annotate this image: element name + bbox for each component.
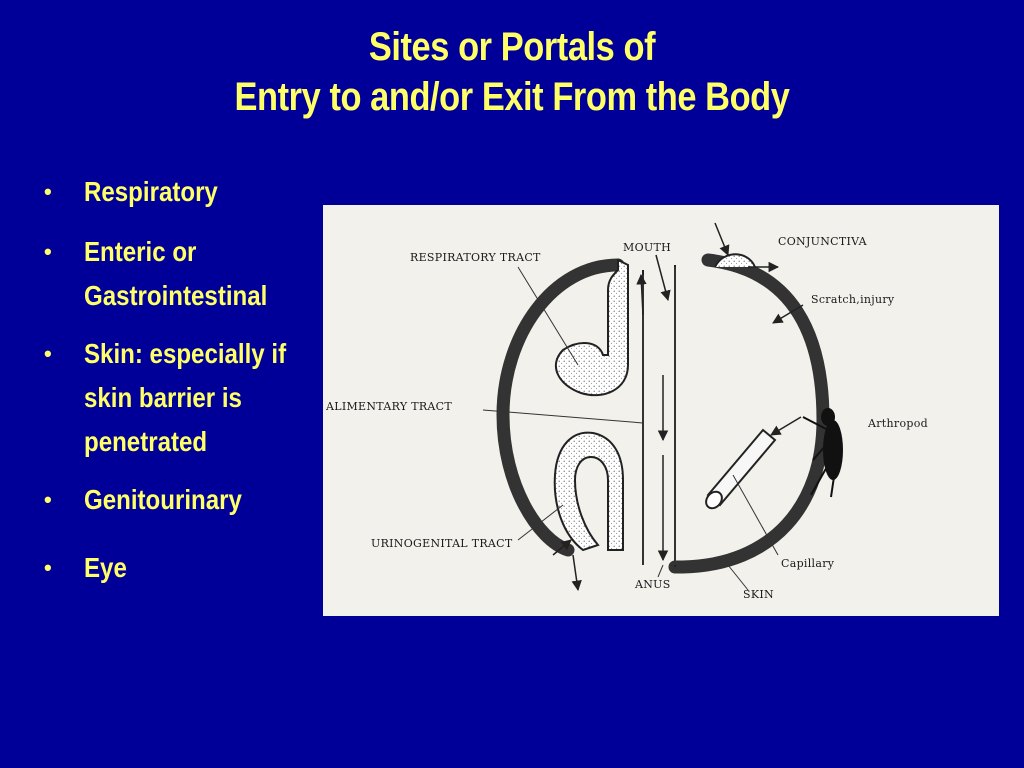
portals-diagram: RESPIRATORY TRACT MOUTH CONJUNCTIVA Scra… (323, 205, 999, 616)
bullet-text: Enteric or Gastrointestinal (84, 236, 268, 311)
leader-lines (482, 266, 779, 591)
urinogenital-tract (553, 431, 624, 552)
arthropod-icon (802, 408, 843, 498)
flow-arrows (552, 222, 804, 592)
respiratory-tract (554, 258, 629, 397)
body-wall-left (496, 258, 625, 557)
bullet-dot: • (44, 555, 52, 580)
label-urinogenital-tract: URINOGENITAL TRACT (371, 537, 513, 550)
bullet-dot: • (44, 179, 52, 204)
alimentary-tract (642, 267, 676, 565)
slide-title: Sites or Portals of Entry to and/or Exit… (72, 22, 953, 122)
label-anus: ANUS (634, 578, 671, 591)
label-capillary: Capillary (781, 557, 835, 570)
bullet-dot: • (44, 487, 52, 512)
capillary (705, 428, 777, 510)
label-conjunctiva: CONJUNCTIVA (778, 235, 868, 248)
bullet-text: Eye (84, 552, 127, 583)
bullet-dot: • (44, 341, 52, 366)
title-line-2: Entry to and/or Exit From the Body (234, 75, 790, 119)
title-line-1: Sites or Portals of (368, 25, 656, 69)
bullet-text: Skin: especially if skin barrier is pene… (84, 338, 287, 457)
label-scratch-injury: Scratch,injury (811, 293, 895, 306)
bullet-text: Respiratory (84, 176, 218, 207)
bullet-text: Genitourinary (84, 484, 242, 515)
label-arthropod: Arthropod (867, 417, 928, 430)
bullet-dot: • (44, 239, 52, 264)
label-skin: SKIN (743, 588, 774, 601)
conjunctiva (714, 253, 756, 268)
label-respiratory-tract: RESPIRATORY TRACT (410, 251, 541, 264)
portals-diagram-svg: RESPIRATORY TRACT MOUTH CONJUNCTIVA Scra… (325, 222, 928, 601)
label-alimentary-tract: ALIMENTARY TRACT (325, 400, 452, 413)
label-mouth: MOUTH (623, 241, 671, 254)
